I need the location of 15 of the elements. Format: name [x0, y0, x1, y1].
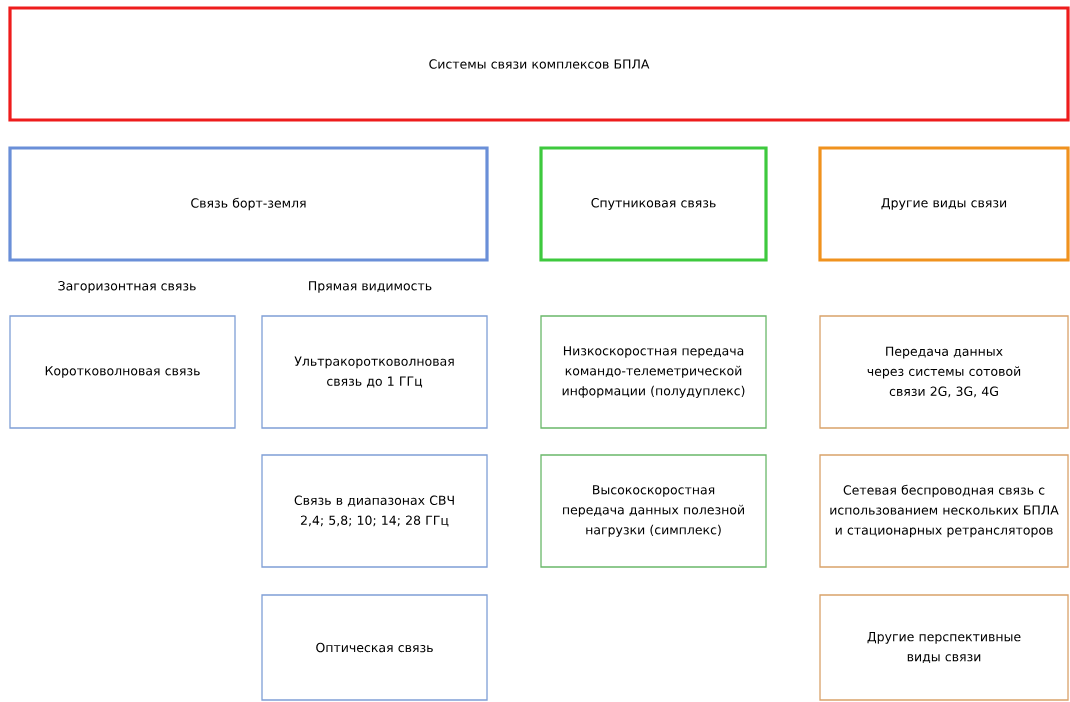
item-box: Ультракоротковолновая связь до 1 ГГц [261, 315, 488, 429]
category-box: Другие виды связи [818, 146, 1070, 262]
item-box: Высокоскоростная передача данных полезной нагрузки (симплекс) [540, 454, 767, 568]
category-box: Спутниковая связь [539, 146, 768, 262]
column-heading: Загоризонтная связь [58, 281, 196, 293]
item-box: Коротковолновая связь [9, 315, 236, 429]
item-box: Другие перспективные виды связи [819, 594, 1069, 701]
item-box: Низкоскоростная передача командо-телеметрической информации (полудуплекс) [540, 315, 767, 429]
item-box: Оптическая связь [261, 594, 488, 701]
item-box: Связь в диапазонах СВЧ 2,4; 5,8; 10; 14; 28 ГГц [261, 454, 488, 568]
column-heading: Прямая видимость [309, 281, 432, 293]
title-box: Системы связи комплексов БПЛА [8, 6, 1070, 122]
item-box: Сетевая беспроводная связь с использованием нескольких БПЛА и стационарных ретрансляторов [819, 454, 1069, 568]
category-box: Связь борт-земля [8, 146, 489, 262]
item-box: Передача данных через системы сотовой связи 2G, 3G, 4G [819, 315, 1069, 429]
